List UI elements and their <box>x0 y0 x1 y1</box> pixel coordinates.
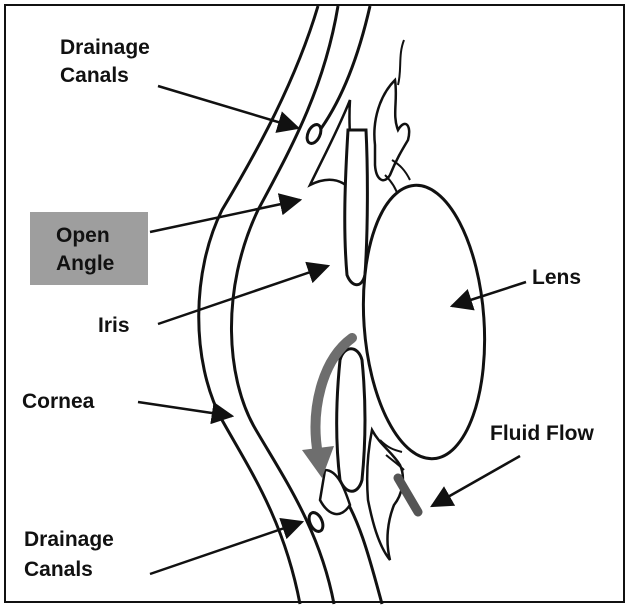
label-drainage-canals-bottom-line1: Drainage <box>24 526 114 554</box>
label-cornea: Cornea <box>22 388 94 416</box>
label-drainage-canals-top-line2: Canals <box>60 62 129 90</box>
arrow-fluid-flow <box>432 456 520 506</box>
label-iris: Iris <box>98 312 130 340</box>
label-lens: Lens <box>532 264 581 292</box>
ciliary-body-top <box>374 80 409 180</box>
label-fluid-flow: Fluid Flow <box>490 420 594 448</box>
iris-top <box>345 130 368 285</box>
open-angle-highlight-box: Open Angle <box>30 212 148 285</box>
ciliary-body-bottom <box>367 430 403 560</box>
label-open-angle-line1: Open <box>30 212 148 250</box>
arrow-drainage-bottom <box>150 522 302 574</box>
iris-bottom <box>337 349 365 492</box>
label-drainage-canals-top-line1: Drainage <box>60 34 150 62</box>
label-open-angle-line2: Angle <box>30 250 148 278</box>
label-drainage-canals-bottom-line2: Canals <box>24 556 93 584</box>
drainage-canal-top <box>304 122 323 145</box>
drainage-canal-bottom <box>306 510 325 533</box>
arrow-iris <box>158 266 328 324</box>
lens <box>355 181 494 463</box>
